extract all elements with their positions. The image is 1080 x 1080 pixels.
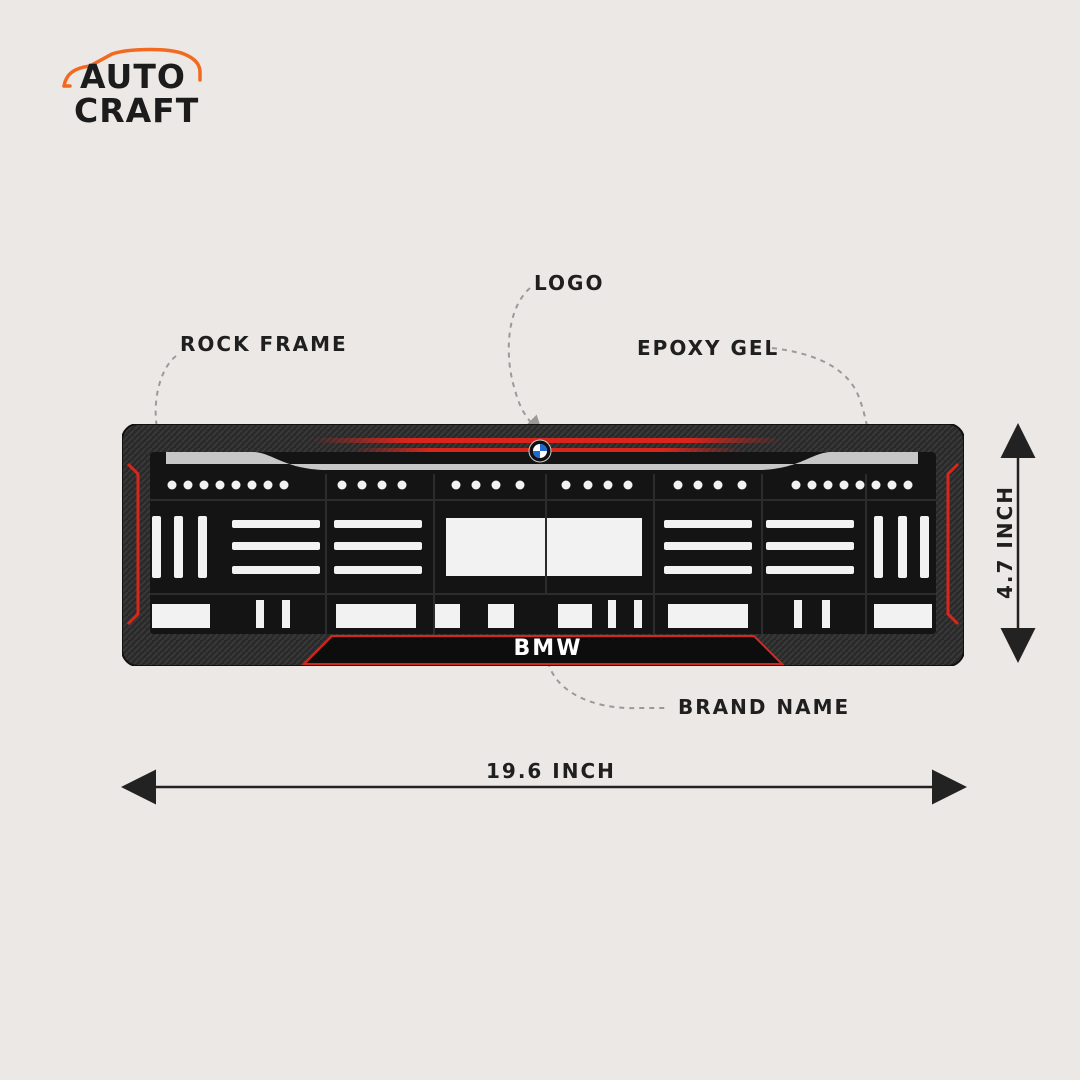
epoxy-gel-callout xyxy=(771,347,879,454)
logo-word-craft: CRAFT xyxy=(74,91,200,130)
rock-frame-callout xyxy=(154,355,192,492)
logo-label: LOGO xyxy=(534,271,605,295)
car-outline-icon xyxy=(62,47,202,88)
autocraft-logo[interactable]: AUTO CRAFT xyxy=(60,46,210,136)
epoxy-gel-label: EPOXY GEL xyxy=(637,336,780,360)
logo-word-auto: AUTO xyxy=(80,57,186,96)
height-dimension-label: 4.7 INCH xyxy=(993,485,1017,599)
plate-brand-text: BMW xyxy=(513,636,583,661)
brand-name-label: BRAND NAME xyxy=(678,695,851,719)
width-dimension-label: 19.6 INCH xyxy=(486,759,616,783)
brand-name-callout xyxy=(547,661,668,710)
bmw-roundel-icon xyxy=(528,439,552,463)
rock-frame-label: ROCK FRAME xyxy=(180,332,348,356)
license-plate-frame xyxy=(122,424,964,666)
logo-callout xyxy=(507,287,544,436)
